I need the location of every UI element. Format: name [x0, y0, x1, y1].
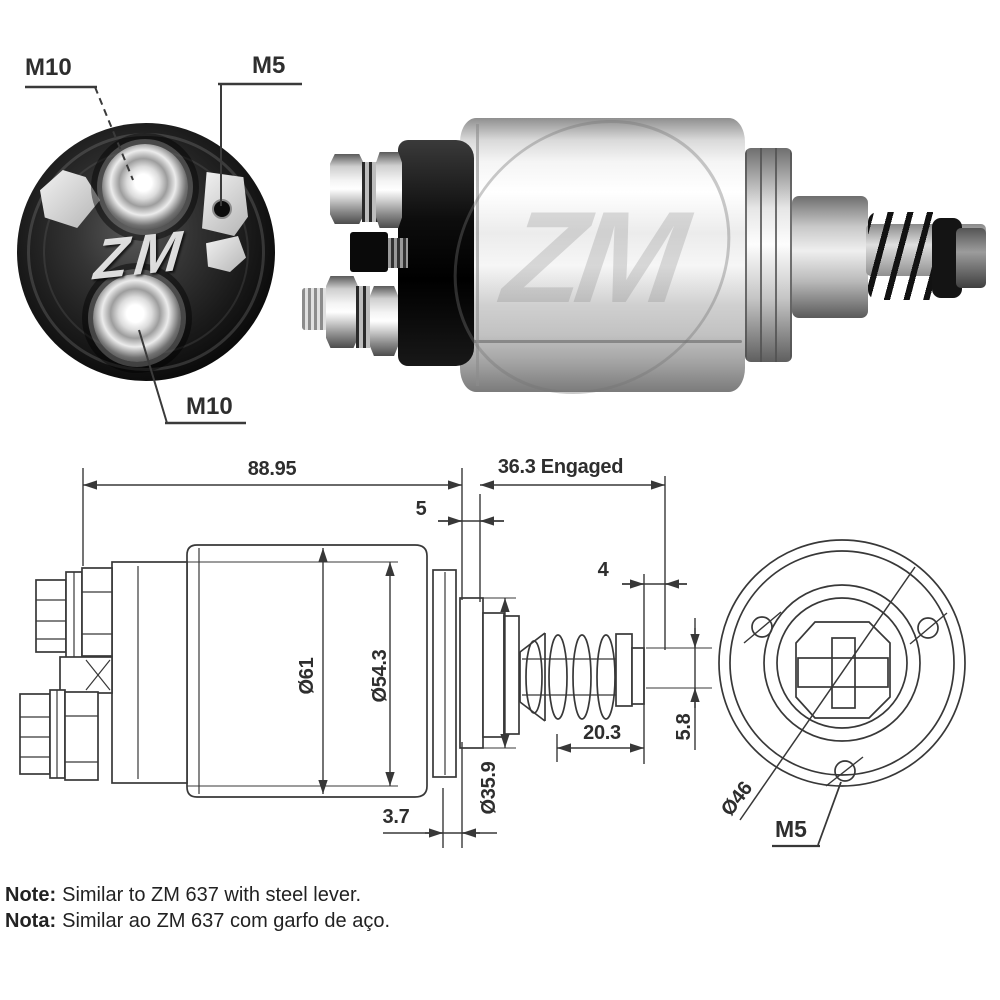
dim-body-diameter: Ø61 — [296, 657, 318, 695]
body-rim-line — [476, 124, 479, 386]
note-english-label: Note: — [5, 884, 57, 906]
bottom-terminal-thread-tip — [302, 288, 328, 330]
dim-overall-length: 88.95 — [247, 458, 297, 480]
side-view-drawing — [19, 544, 645, 798]
spade-connector-blade — [388, 238, 408, 268]
note-portuguese-label: Nota: — [5, 910, 57, 932]
callout-m10-top: M10 — [25, 54, 72, 81]
bottom-terminal-nut — [370, 286, 398, 356]
plunger-end-block — [956, 228, 986, 288]
stepped-ring-section — [745, 148, 792, 362]
dim-pin-width: 4 — [597, 559, 609, 581]
front-view-drawing — [718, 539, 966, 848]
dim-bolt-circle: Ø46 — [716, 777, 758, 821]
side-view-photo: ZM — [302, 112, 990, 402]
top-terminal-nut — [376, 152, 402, 228]
note-portuguese: Nota:Similar ao ZM 637 com garfo de aço. — [5, 910, 390, 933]
note-english-text: Similar to ZM 637 with steel lever. — [62, 884, 362, 906]
top-terminal-bolt-head — [330, 154, 364, 224]
bottom-terminal-bolt-head — [326, 276, 358, 348]
dim-boss-diameter: Ø35.9 — [478, 761, 500, 815]
top-terminal-washers — [362, 162, 378, 222]
black-terminal-cap — [398, 140, 474, 366]
end-view-photo: ZM — [17, 123, 275, 381]
dim-travel: 20.3 — [583, 722, 621, 744]
spade-connector — [350, 232, 388, 272]
dim-cap-offset: 3.7 — [382, 806, 410, 828]
nose-cylinder — [792, 196, 868, 318]
callout-m5-front: M5 — [775, 816, 807, 842]
ignition-terminal-hole — [212, 199, 232, 219]
bottom-terminal-washers — [356, 286, 370, 348]
callout-m5-top: M5 — [252, 52, 286, 79]
callout-m10-bottom: M10 — [186, 393, 233, 420]
dim-pin-height: 5.8 — [673, 713, 695, 741]
body-seam-line — [462, 340, 742, 343]
note-english: Note:Similar to ZM 637 with steel lever. — [5, 884, 361, 907]
solenoid-body-cylinder — [460, 118, 745, 392]
return-spring — [868, 212, 942, 300]
note-portuguese-text: Similar ao ZM 637 com garfo de aço. — [62, 910, 391, 932]
dim-step: 5 — [415, 498, 427, 520]
dim-flange-diameter: Ø54.3 — [369, 649, 391, 703]
dim-engaged: 36.3 Engaged — [497, 456, 624, 478]
dimension-lines — [82, 468, 712, 848]
